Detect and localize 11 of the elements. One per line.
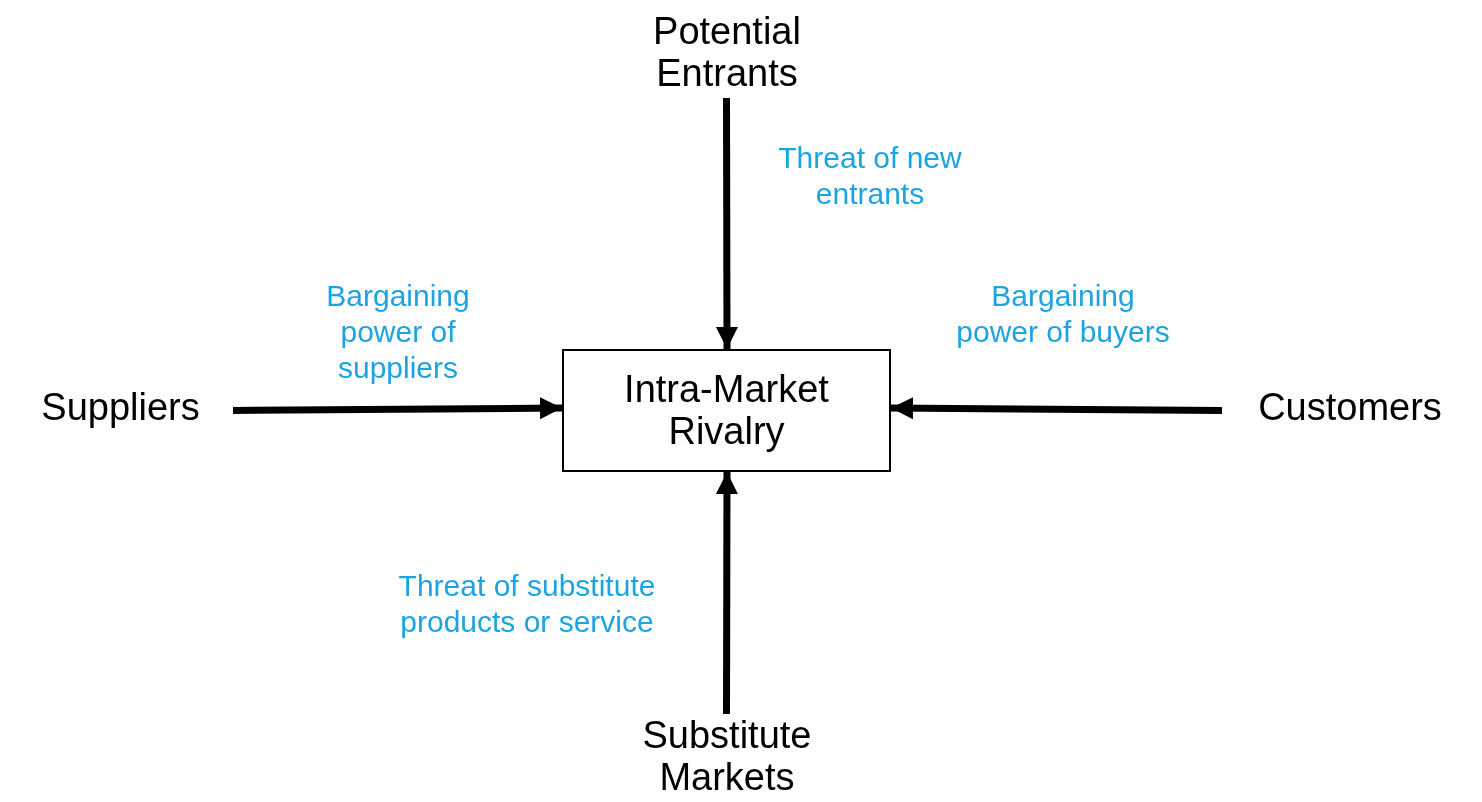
node-label: Potential Entrants [596,8,858,98]
edge-label: Bargaining power of buyers [955,278,1171,350]
node-label: Substitute Markets [596,714,858,800]
arrow [232,397,563,420]
process-box: Intra-Market Rivalry [562,349,891,472]
node-label: Customers [1222,385,1478,431]
edge-label: Bargaining power of suppliers [325,278,471,386]
edge-label: Threat of substitute products or service [397,568,657,640]
arrow [890,397,1223,420]
edge-label: Threat of new entrants [777,140,963,212]
node-label: Suppliers [8,385,233,431]
